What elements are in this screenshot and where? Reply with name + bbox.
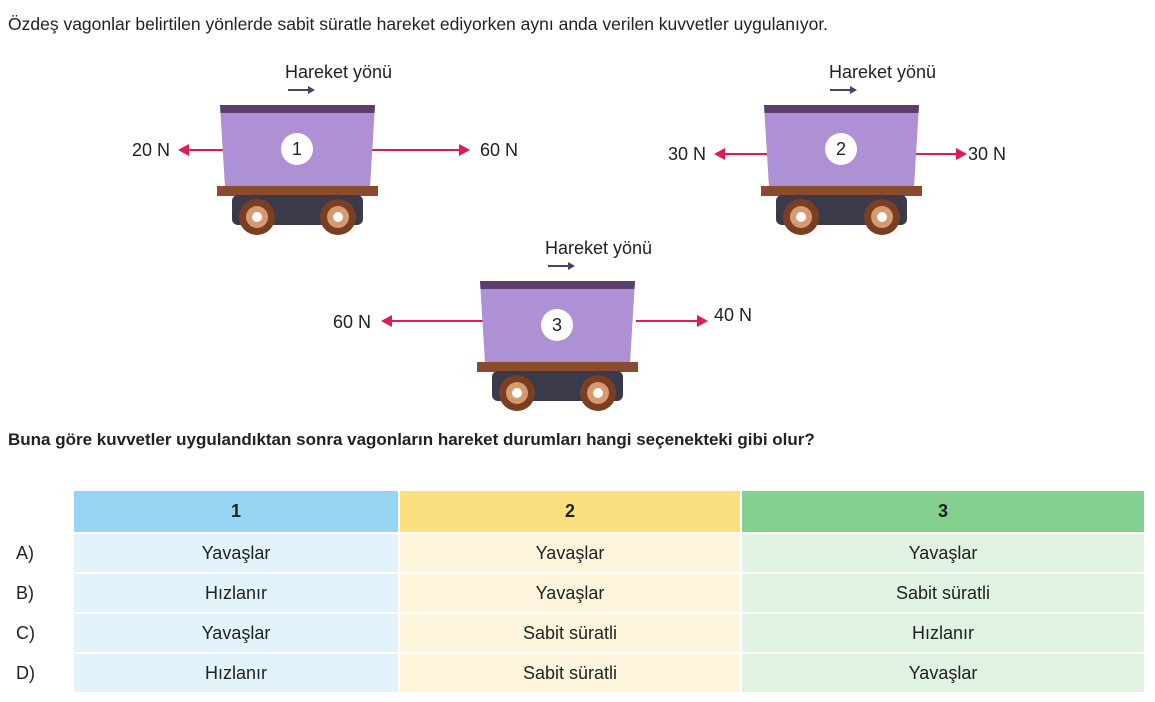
cell: Sabit süratli [742,574,1144,612]
left-force-1: 20 N [132,140,171,160]
cell: Yavaşlar [74,614,398,652]
option-letter: D) [16,662,35,683]
option-letter: C) [16,622,35,643]
cell: Hızlanır [742,614,1144,652]
wagon-3: 3 [477,281,642,416]
cell: Yavaşlar [742,534,1144,572]
force-arrow-right-icon [636,315,708,327]
wagon-number: 3 [541,309,573,341]
wagon-2: 2 [761,105,926,240]
force-arrow-right-icon [915,148,967,160]
intro-text: Özdeş vagonlar belirtilen yönlerde sabit… [8,14,829,34]
cell: Yavaşlar [400,574,740,612]
force-arrow-left-icon [714,148,768,160]
wagon-number: 2 [825,133,857,165]
cell: Sabit süratli [400,654,740,692]
force-arrow-left-icon [381,315,485,327]
left-force-3: 60 N [333,312,372,332]
header-3: 3 [742,491,1144,532]
question-text: Buna göre kuvvetler uygulandıktan sonra … [8,430,815,449]
cell: Yavaşlar [74,534,398,572]
right-force-2: 30 N [968,144,1007,164]
header-1: 1 [74,491,398,532]
cell: Yavaşlar [742,654,1144,692]
option-letter: A) [16,542,34,563]
left-force-2: 30 N [668,144,707,164]
direction-label-1: Hareket yönü [285,62,393,82]
force-arrow-left-icon [178,144,224,156]
cell: Yavaşlar [400,534,740,572]
direction-label-2: Hareket yönü [829,62,937,82]
right-force-1: 60 N [480,140,519,160]
table-header-row: 1 2 3 [14,491,1144,532]
cell: Sabit süratli [400,614,740,652]
wagon-number: 1 [281,133,313,165]
motion-arrow-icon [830,86,857,94]
cell: Hızlanır [74,654,398,692]
option-letter: B) [16,582,34,603]
header-2: 2 [400,491,740,532]
cell: Hızlanır [74,574,398,612]
right-force-3: 40 N [714,305,753,325]
wagon-1: 1 [217,105,382,240]
direction-label-3: Hareket yönü [545,238,653,258]
force-arrow-right-icon [372,144,470,156]
motion-arrow-icon [548,262,575,270]
motion-arrow-icon [288,86,315,94]
